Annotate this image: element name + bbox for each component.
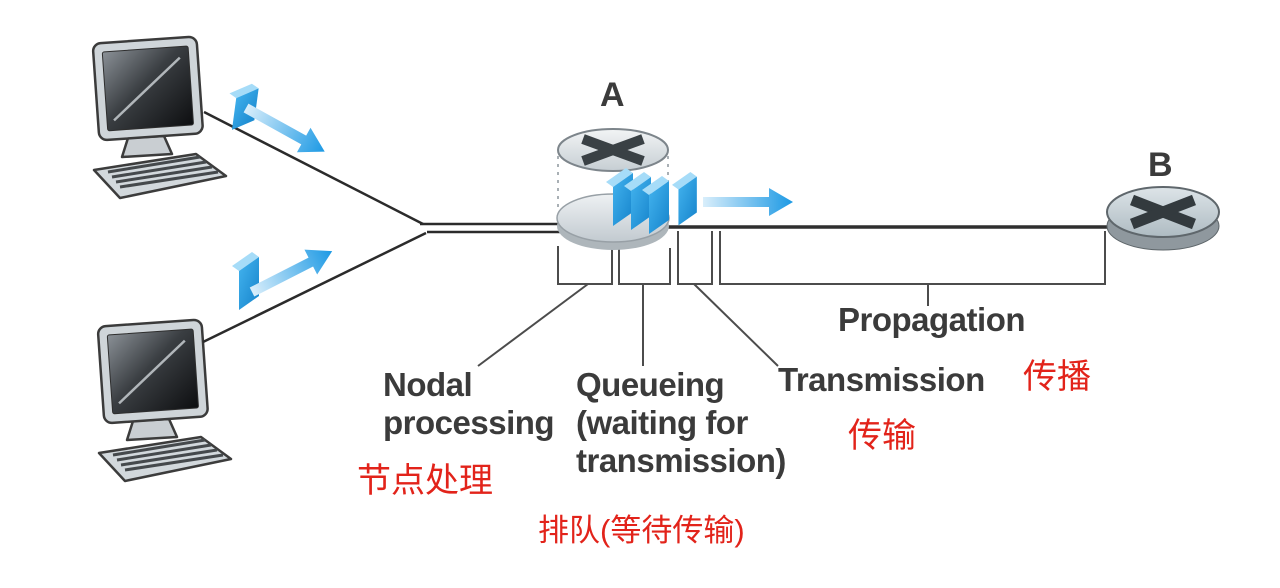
bottom-host-arrow-icon xyxy=(245,238,339,305)
queued-packets-icon xyxy=(606,168,669,234)
label-leader-lines xyxy=(477,283,929,367)
access-links xyxy=(202,110,575,344)
transmission-arrow-icon xyxy=(703,188,793,216)
nodal-leader-line xyxy=(477,283,589,367)
queueing-label-zh: 排队(等待传输) xyxy=(538,513,745,548)
host-computer-bottom-icon xyxy=(96,317,233,483)
propagation-label: Propagation xyxy=(838,301,1026,338)
queueing-bracket xyxy=(618,242,671,285)
transmission-label-zh: 传输 xyxy=(848,417,916,455)
link-bottom-host xyxy=(202,231,427,344)
transmission-label: Transmission xyxy=(778,361,985,398)
bottom-host-packet-icon xyxy=(232,252,259,310)
router-a-label: A xyxy=(600,76,625,114)
nodal-processing-label-zh: 节点处理 xyxy=(357,462,493,500)
link-top-host xyxy=(203,110,424,226)
queueing-label: Queueing (waiting for transmission) xyxy=(576,366,786,479)
propagation-label-zh: 传播 xyxy=(1023,358,1091,396)
transmission-bracket xyxy=(677,231,713,285)
transmission-leader-line xyxy=(693,283,779,367)
nodal-processing-label: Nodal processing xyxy=(383,366,555,441)
router-x-glyph xyxy=(1130,194,1196,230)
router-b-label: B xyxy=(1148,146,1173,184)
host-computer-top-icon xyxy=(91,34,228,200)
router-b-icon xyxy=(1106,186,1220,251)
transmitting-packet-icon xyxy=(672,172,697,226)
router-x-glyph xyxy=(581,134,645,166)
nodal-processing-bracket xyxy=(557,242,613,285)
propagation-bracket xyxy=(719,231,1106,285)
